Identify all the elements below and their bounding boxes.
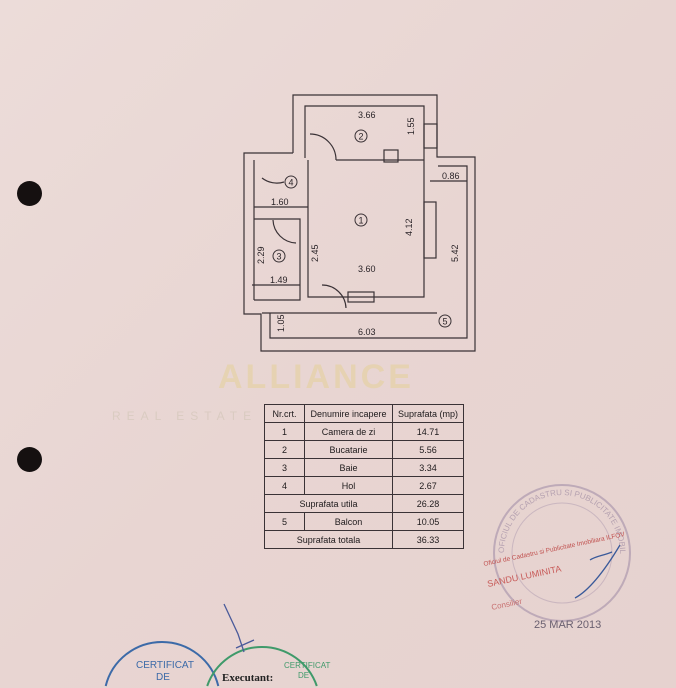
table-header-row: Nr.crt. Denumire incapere Suprafata (mp) bbox=[264, 404, 464, 423]
cell-name: Hol bbox=[304, 476, 393, 495]
svg-text:2: 2 bbox=[359, 132, 364, 142]
cell-name: Camera de zi bbox=[304, 422, 393, 441]
punch-hole-bottom bbox=[17, 447, 42, 472]
svg-text:CERTIFICAT: CERTIFICAT bbox=[136, 660, 194, 671]
room-label-1: 1 bbox=[354, 213, 368, 227]
dim-balcony-length: 5.42 bbox=[450, 244, 460, 262]
watermark-subtitle: REAL ESTATE bbox=[112, 409, 258, 423]
svg-text:1: 1 bbox=[359, 216, 364, 226]
svg-text:Consilier: Consilier bbox=[491, 597, 524, 612]
dim-kitchen-depth: 1.55 bbox=[406, 117, 416, 135]
header-area: Suprafata (mp) bbox=[392, 404, 464, 423]
cell-area: 3.34 bbox=[392, 458, 464, 477]
dim-bath-width: 1.49 bbox=[270, 275, 288, 285]
bath-wall bbox=[254, 218, 301, 301]
cell-area: 14.71 bbox=[392, 422, 464, 441]
svg-text:4: 4 bbox=[289, 178, 294, 188]
dim-living-side: 2.45 bbox=[310, 244, 320, 262]
room-label-2: 2 bbox=[354, 129, 368, 143]
dim-living-depth: 4.12 bbox=[404, 218, 414, 236]
kitchen-column bbox=[383, 149, 399, 163]
cell-nr: 5 bbox=[264, 512, 305, 531]
cell-area: 10.05 bbox=[392, 512, 464, 531]
svg-text:CERTIFICAT: CERTIFICAT bbox=[284, 661, 330, 670]
dim-balcony-total: 6.03 bbox=[358, 327, 376, 337]
punch-hole-top bbox=[17, 181, 42, 206]
certificate-stamp-blue: CERTIFICAT DE bbox=[104, 641, 220, 687]
dim-balcony-width: 0.86 bbox=[442, 171, 460, 181]
dim-kitchen-width: 3.66 bbox=[358, 110, 376, 120]
cell-nr: 2 bbox=[264, 440, 305, 459]
svg-text:DE: DE bbox=[156, 672, 170, 683]
total-area-label: Suprafata totala bbox=[264, 530, 393, 549]
entrance-door-swing bbox=[261, 177, 285, 184]
cell-area: 5.56 bbox=[392, 440, 464, 459]
room-label-5: 5 bbox=[438, 314, 452, 328]
certificate-stamp-green: CERTIFICAT DE bbox=[206, 646, 330, 687]
dim-bath-depth: 2.29 bbox=[256, 246, 266, 264]
dim-balcony-depth: 1.05 bbox=[276, 314, 286, 332]
balcony-inner bbox=[269, 165, 468, 339]
svg-text:DE: DE bbox=[298, 671, 309, 680]
cell-nr: 1 bbox=[264, 422, 305, 441]
total-area-value: 36.33 bbox=[392, 530, 464, 549]
signature bbox=[574, 544, 621, 599]
dim-living-width: 3.60 bbox=[358, 264, 376, 274]
bath-door-swing bbox=[272, 219, 297, 244]
cell-nr: 3 bbox=[264, 458, 305, 477]
svg-text:3: 3 bbox=[277, 252, 282, 262]
room-label-4: 4 bbox=[284, 175, 298, 189]
executant-signature bbox=[223, 603, 255, 653]
cell-name: Baie bbox=[304, 458, 393, 477]
watermark-logo: ALLIANCE bbox=[218, 358, 414, 396]
balcony-door-swing bbox=[321, 284, 347, 309]
living-balcony-door bbox=[347, 291, 375, 303]
svg-text:25 MAR 2013: 25 MAR 2013 bbox=[534, 619, 601, 631]
cell-area: 2.67 bbox=[392, 476, 464, 495]
svg-text:5: 5 bbox=[443, 317, 448, 327]
room-label-3: 3 bbox=[272, 249, 286, 263]
kitchen-door-swing bbox=[309, 133, 337, 161]
living-window bbox=[423, 201, 437, 259]
cell-name: Bucatarie bbox=[304, 440, 393, 459]
header-name: Denumire incapere bbox=[304, 404, 393, 423]
dim-hol-width: 1.60 bbox=[271, 197, 289, 207]
cell-name: Balcon bbox=[304, 512, 393, 531]
kitchen-window bbox=[423, 123, 438, 149]
area-table: Nr.crt. Denumire incapere Suprafata (mp)… bbox=[264, 404, 464, 549]
useful-area-value: 26.28 bbox=[392, 494, 464, 513]
useful-area-label: Suprafata utila bbox=[264, 494, 393, 513]
cell-nr: 4 bbox=[264, 476, 305, 495]
outer-wall bbox=[243, 94, 476, 352]
header-nr: Nr.crt. bbox=[264, 404, 305, 423]
executant-label: Executant: bbox=[222, 672, 274, 684]
